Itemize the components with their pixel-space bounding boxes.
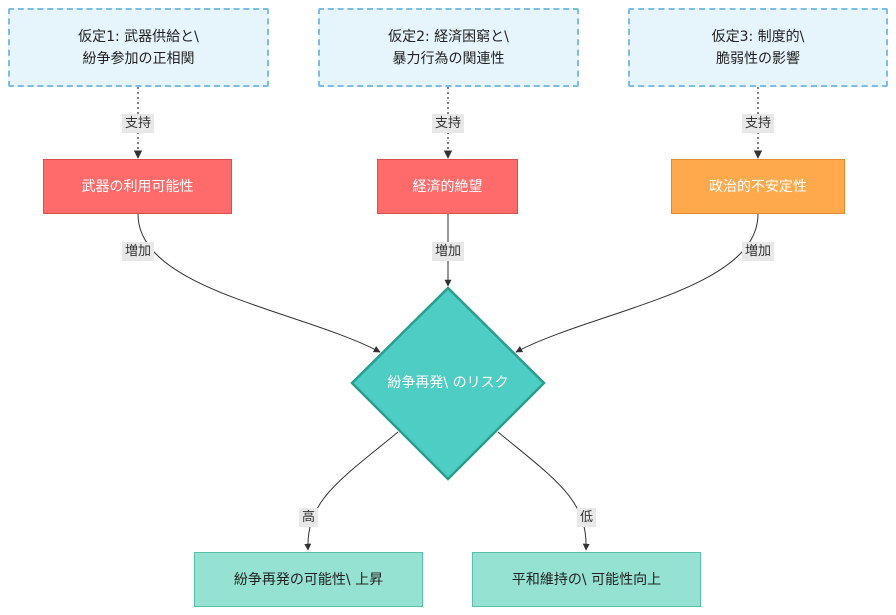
outcome-conflict-recurrence: 紛争再発の可能性\ 上昇	[194, 552, 423, 607]
support-label-2: 支持	[432, 114, 465, 133]
support-label-3: 支持	[742, 114, 775, 133]
increase-edge-1	[137, 213, 381, 353]
factor-political-instability: 政治的不安定性	[671, 159, 845, 214]
outcome-peace-label: 平和維持の\ 可能性向上	[511, 571, 662, 588]
hypothesis-1-line1: 仮定1: 武器供給と\	[78, 28, 199, 45]
hypothesis-1-line2: 紛争参加の正相関	[82, 50, 195, 67]
hypothesis-box-3: 仮定3: 制度的\ 脆弱性の影響	[628, 8, 888, 87]
high-edge	[304, 431, 399, 551]
increase-label-1: 増加	[122, 242, 155, 261]
hypothesis-3-line1: 仮定3: 制度的\	[711, 28, 805, 45]
increase-edge-3	[515, 213, 759, 353]
factor-economic-despair: 経済的絶望	[377, 159, 518, 214]
increase-label-2: 増加	[432, 242, 465, 261]
hypothesis-2-line2: 暴力行為の関連性	[392, 50, 505, 67]
hypothesis-box-1: 仮定1: 武器供給と\ 紛争参加の正相関	[8, 8, 269, 87]
factor-weapons-availability: 武器の利用可能性	[43, 159, 232, 214]
hypothesis-2-line1: 仮定2: 経済困窮と\	[388, 28, 509, 45]
support-label-1: 支持	[122, 114, 155, 133]
risk-diamond	[350, 286, 546, 481]
factor-political-label: 政治的不安定性	[709, 178, 807, 195]
hypothesis-box-2: 仮定2: 経済困窮と\ 暴力行為の関連性	[318, 8, 579, 87]
risk-label: 紛争再発\ のリスク	[387, 375, 509, 391]
factor-weapons-label: 武器の利用可能性	[81, 178, 194, 195]
hypothesis-3-line2: 脆弱性の影響	[715, 50, 800, 67]
factor-economic-label: 経済的絶望	[412, 178, 483, 195]
low-label: 低	[577, 508, 597, 527]
outcome-peace-maintenance: 平和維持の\ 可能性向上	[472, 552, 701, 607]
increase-label-3: 増加	[742, 242, 775, 261]
low-edge	[497, 431, 590, 551]
outcome-conflict-label: 紛争再発の可能性\ 上昇	[233, 571, 384, 588]
high-label: 高	[299, 508, 319, 527]
